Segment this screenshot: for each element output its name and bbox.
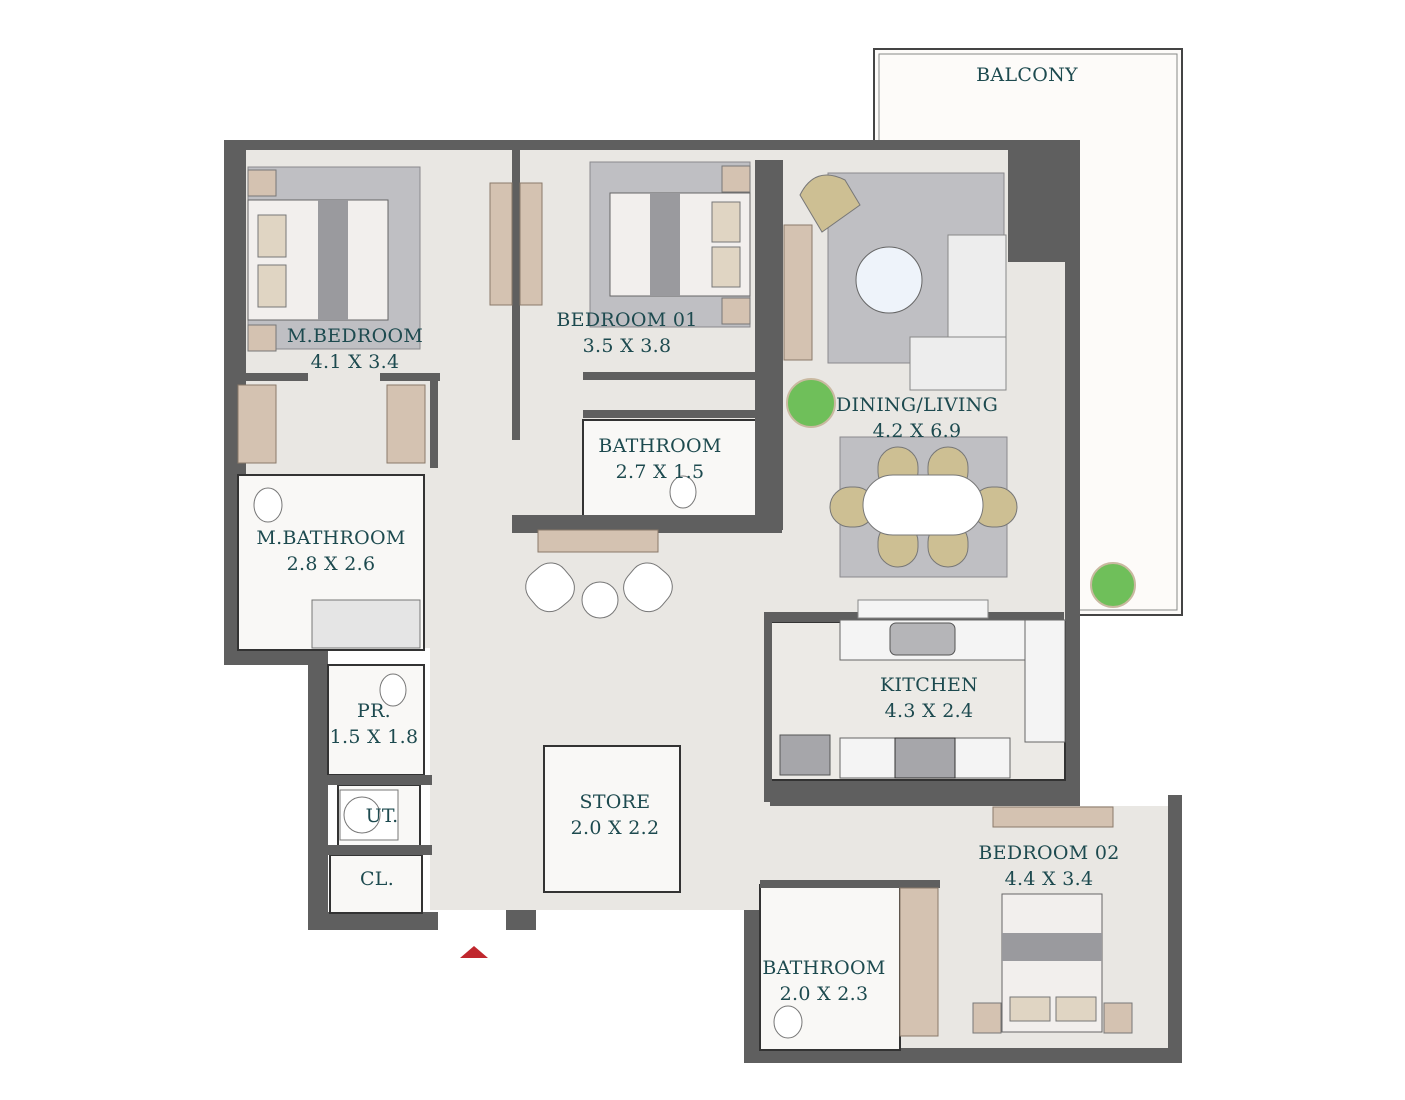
room-name: BALCONY (976, 64, 1078, 86)
room-label-utility: UT. (366, 803, 399, 829)
room-name: PR. (356, 700, 392, 722)
room-name: KITCHEN (879, 674, 979, 696)
room-label-store: STORE 2.0 X 2.2 (571, 789, 660, 841)
walls (224, 140, 1182, 1063)
room-name: BATHROOM (598, 435, 722, 457)
room-size: 4.2 X 6.9 (872, 420, 962, 442)
room-label-balcony: BALCONY (976, 62, 1078, 88)
room-size: 4.1 X 3.4 (310, 351, 400, 373)
room-size: 4.4 X 3.4 (1004, 868, 1094, 890)
room-label-bedroom-01: BEDROOM 01 3.5 X 3.8 (556, 307, 697, 359)
room-label-bathroom-02: BATHROOM 2.0 X 2.3 (762, 955, 885, 1007)
room-label-kitchen: KITCHEN 4.3 X 2.4 (880, 672, 978, 724)
room-label-powder-room: PR. 1.5 X 1.8 (330, 698, 419, 750)
room-label-closet: CL. (360, 866, 394, 892)
entry-arrow-icon (460, 946, 488, 958)
room-name: UT. (365, 805, 399, 827)
room-name: BEDROOM 02 (978, 842, 1120, 864)
wood-furniture (237, 182, 1114, 1037)
room-name: STORE (579, 791, 651, 813)
room-size: 2.7 X 1.5 (615, 461, 705, 483)
room-size: 2.0 X 2.2 (570, 817, 660, 839)
room-name: M.BATHROOM (256, 527, 406, 549)
room-label-dining-living: DINING/LIVING 4.2 X 6.9 (836, 392, 998, 444)
room-label-master-bedroom: M.BEDROOM 4.1 X 3.4 (287, 323, 423, 375)
room-name: BEDROOM 01 (556, 309, 698, 331)
room-label-bathroom-01: BATHROOM 2.7 X 1.5 (598, 433, 721, 485)
room-size: 3.5 X 3.8 (582, 335, 672, 357)
room-size: 2.8 X 2.6 (286, 553, 376, 575)
bath-fixtures (253, 475, 803, 1039)
plant-icon (1090, 562, 1136, 608)
room-name: DINING/LIVING (835, 394, 999, 416)
room-size: 1.5 X 1.8 (329, 726, 419, 748)
kitchen-fixtures (779, 599, 1066, 779)
room-name: CL. (359, 868, 395, 890)
living-furniture (525, 174, 1018, 619)
room-label-master-bathroom: M.BATHROOM 2.8 X 2.6 (256, 525, 405, 577)
room-name: M.BEDROOM (286, 325, 424, 347)
room-size: 2.0 X 2.3 (779, 983, 869, 1005)
room-label-bedroom-02: BEDROOM 02 4.4 X 3.4 (978, 840, 1119, 892)
plant-icon (786, 378, 836, 428)
beds (247, 165, 1133, 1034)
room-size: 4.3 X 2.4 (884, 700, 974, 722)
room-name: BATHROOM (762, 957, 886, 979)
